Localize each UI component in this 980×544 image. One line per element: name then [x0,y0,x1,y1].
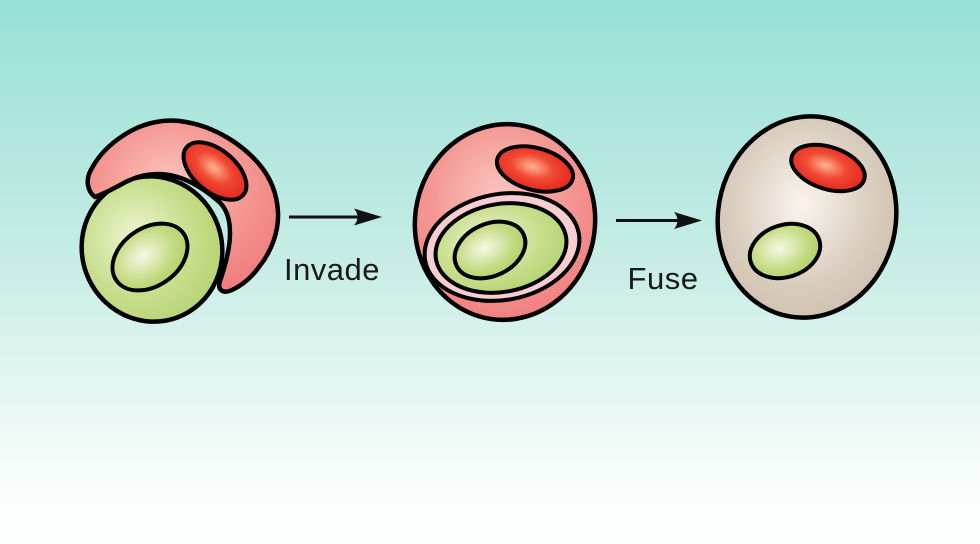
invade-arrow-head [354,208,382,226]
invade-label: Invade [284,252,380,287]
invade-step: Invade [284,208,382,287]
stage-2-internalized-cell [412,121,598,323]
fuse-step: Fuse [616,212,702,296]
red-cell-nucleus [181,140,249,202]
stage-3-fused-cell [715,114,899,320]
stage-1-invading-cells [79,118,281,324]
red-cell-nucleus [789,142,867,194]
fuse-arrow-head [674,212,702,229]
green-cell-nucleus [452,219,528,281]
fuse-label: Fuse [628,261,699,296]
green-cell-nucleus [110,221,190,293]
red-cell-nucleus [494,144,576,194]
green-cell-nucleus [747,221,823,281]
